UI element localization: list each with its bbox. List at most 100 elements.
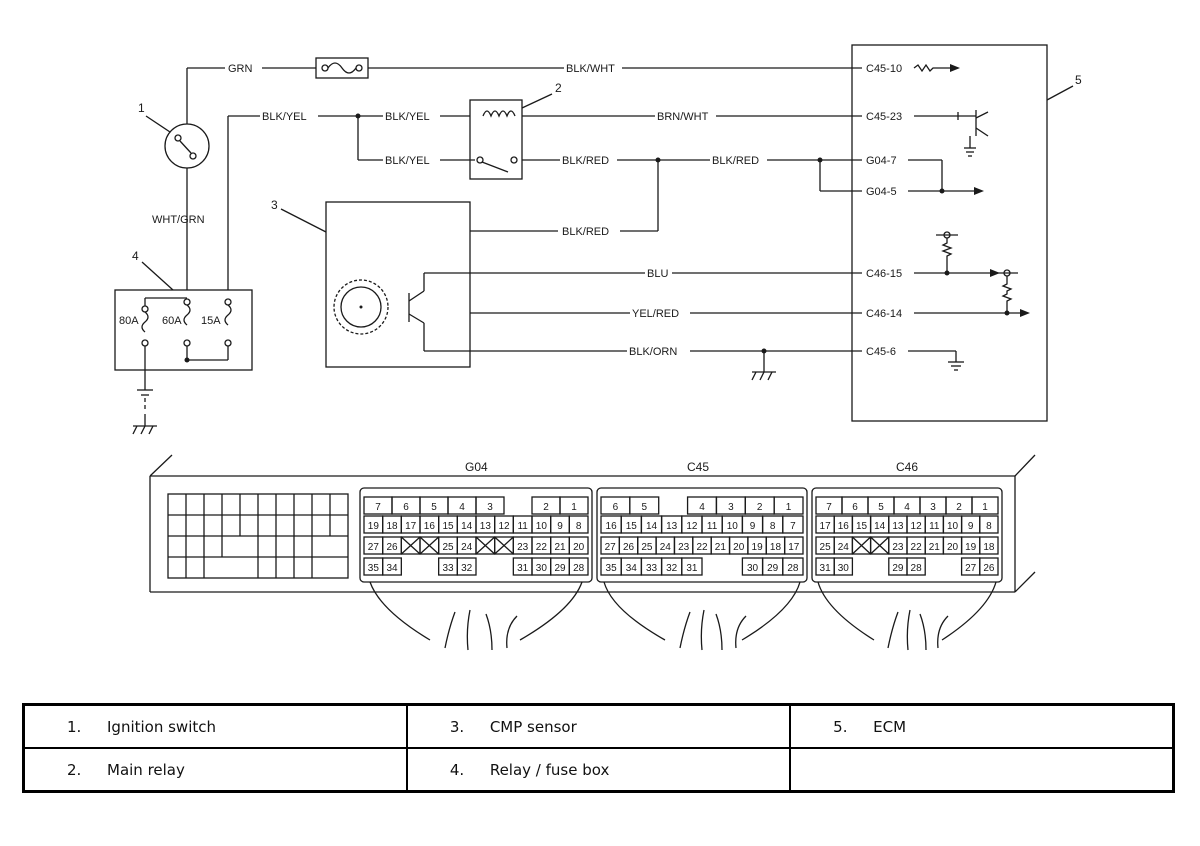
pin-number: 21 [715, 542, 727, 553]
wire-label-blk-yel-1: BLK/YEL [262, 111, 307, 123]
connector-cell [906, 557, 926, 576]
connector-c45-label: C45 [687, 460, 709, 474]
wire-label-blk-orn: BLK/ORN [629, 346, 677, 358]
pin-number: 10 [727, 521, 739, 532]
ecm-connector-housing [149, 454, 1036, 593]
callout-3: 3 [271, 198, 278, 212]
pin-number: 18 [386, 521, 398, 532]
legend-number: 3. [449, 717, 465, 736]
pin-number: 30 [747, 563, 759, 574]
legend-text: Ignition switch [107, 717, 217, 736]
pin-number: 1 [786, 502, 792, 513]
callout-5-leader [1046, 85, 1074, 101]
pin-number: 7 [375, 502, 381, 513]
pin-number: 34 [386, 563, 398, 574]
connector-cell [833, 557, 854, 576]
pin-number: 2 [757, 502, 763, 513]
ecm-pin-c45-23: C45-23 [866, 111, 902, 123]
pin-number: 22 [536, 542, 548, 553]
pin-number: 32 [666, 563, 678, 574]
connector-cell [979, 536, 999, 555]
pin-number: 3 [487, 502, 493, 513]
pin-number: 3 [728, 502, 734, 513]
pin-number: 5 [878, 502, 884, 513]
pin-number: 26 [983, 563, 995, 574]
pin-number: 26 [386, 542, 398, 553]
pin-number: 24 [660, 542, 672, 553]
connector-c46-label: C46 [896, 460, 918, 474]
pin-number: 4 [459, 502, 465, 513]
connector-cell [782, 515, 804, 534]
callout-1: 1 [138, 101, 145, 115]
pin-number: 2 [956, 502, 962, 513]
wire-label-blk-yel-3: BLK/YEL [385, 155, 430, 167]
blank-pin-cross-icon [419, 536, 440, 555]
legend-item-relay-fuse-box: 4.Relay / fuse box [405, 747, 792, 793]
pin-number: 16 [606, 521, 618, 532]
pin-number: 33 [646, 563, 658, 574]
connector-cell [681, 557, 703, 576]
connector-cell [456, 557, 477, 576]
pin-number: 7 [790, 521, 796, 532]
connector-cell [782, 557, 804, 576]
legend-row: 2.Main relay 4.Relay / fuse box [22, 747, 1175, 793]
wire-label-grn: GRN [228, 63, 253, 75]
fuse-label-15a: 15A [201, 315, 221, 327]
cmp-sensor [325, 201, 471, 368]
ecm-pin-c45-10: C45-10 [866, 63, 902, 75]
pin-number: 3 [930, 502, 936, 513]
connector-cell [568, 557, 589, 576]
connector-cell [568, 515, 589, 534]
pin-number: 1 [571, 502, 577, 513]
connector-cell [382, 557, 402, 576]
pin-number: 18 [983, 542, 995, 553]
callout-4-leader [141, 261, 174, 291]
fuse-symbol [315, 57, 369, 79]
pin-number: 12 [498, 521, 510, 532]
blank-pin-cross-icon [400, 536, 421, 555]
callout-1-leader [145, 115, 171, 133]
pin-number: 2 [543, 502, 549, 513]
ecm-pin-c46-14: C46-14 [866, 308, 902, 320]
pin-number: 21 [929, 542, 941, 553]
pin-number: 22 [911, 542, 923, 553]
connector-cell [979, 557, 999, 576]
pin-number: 27 [965, 563, 977, 574]
pin-number: 30 [536, 563, 548, 574]
pin-number: 25 [442, 542, 454, 553]
pin-number: 17 [820, 521, 832, 532]
pin-number: 15 [856, 521, 868, 532]
pin-number: 15 [442, 521, 454, 532]
connector-cell [629, 496, 660, 515]
ecm-pin-c45-6: C45-6 [866, 346, 896, 358]
pin-number: 27 [605, 542, 617, 553]
wire-label-blk-wht: BLK/WHT [566, 63, 615, 75]
pin-number: 33 [442, 563, 454, 574]
pin-number: 9 [557, 521, 563, 532]
callout-2: 2 [555, 81, 562, 95]
blank-pin-cross-icon [475, 536, 496, 555]
pin-number: 12 [911, 521, 923, 532]
legend-text: CMP sensor [489, 717, 577, 736]
callout-2-leader [521, 93, 553, 109]
legend-row: 1.Ignition switch 3.CMP sensor 5.ECM [22, 703, 1175, 749]
pin-number: 12 [686, 521, 698, 532]
wire-harness-bundles [369, 581, 997, 651]
pin-number: 27 [368, 542, 380, 553]
pin-number: 25 [820, 542, 832, 553]
pin-number: 11 [707, 521, 718, 532]
connector-cell [971, 496, 999, 515]
pin-number: 26 [623, 542, 635, 553]
connector-cell [979, 515, 999, 534]
pin-number: 13 [480, 521, 492, 532]
connector-cell [773, 496, 804, 515]
pin-number: 15 [626, 521, 638, 532]
wire-label-brn-wht: BRN/WHT [657, 111, 709, 123]
pin-number: 8 [576, 521, 582, 532]
callout-3-leader [280, 208, 327, 233]
legend-item-ignition-switch: 1.Ignition switch [22, 703, 408, 749]
pin-number: 31 [517, 563, 529, 574]
wire-label-blk-red-1: BLK/RED [562, 155, 609, 167]
ecm-box [851, 44, 1048, 422]
